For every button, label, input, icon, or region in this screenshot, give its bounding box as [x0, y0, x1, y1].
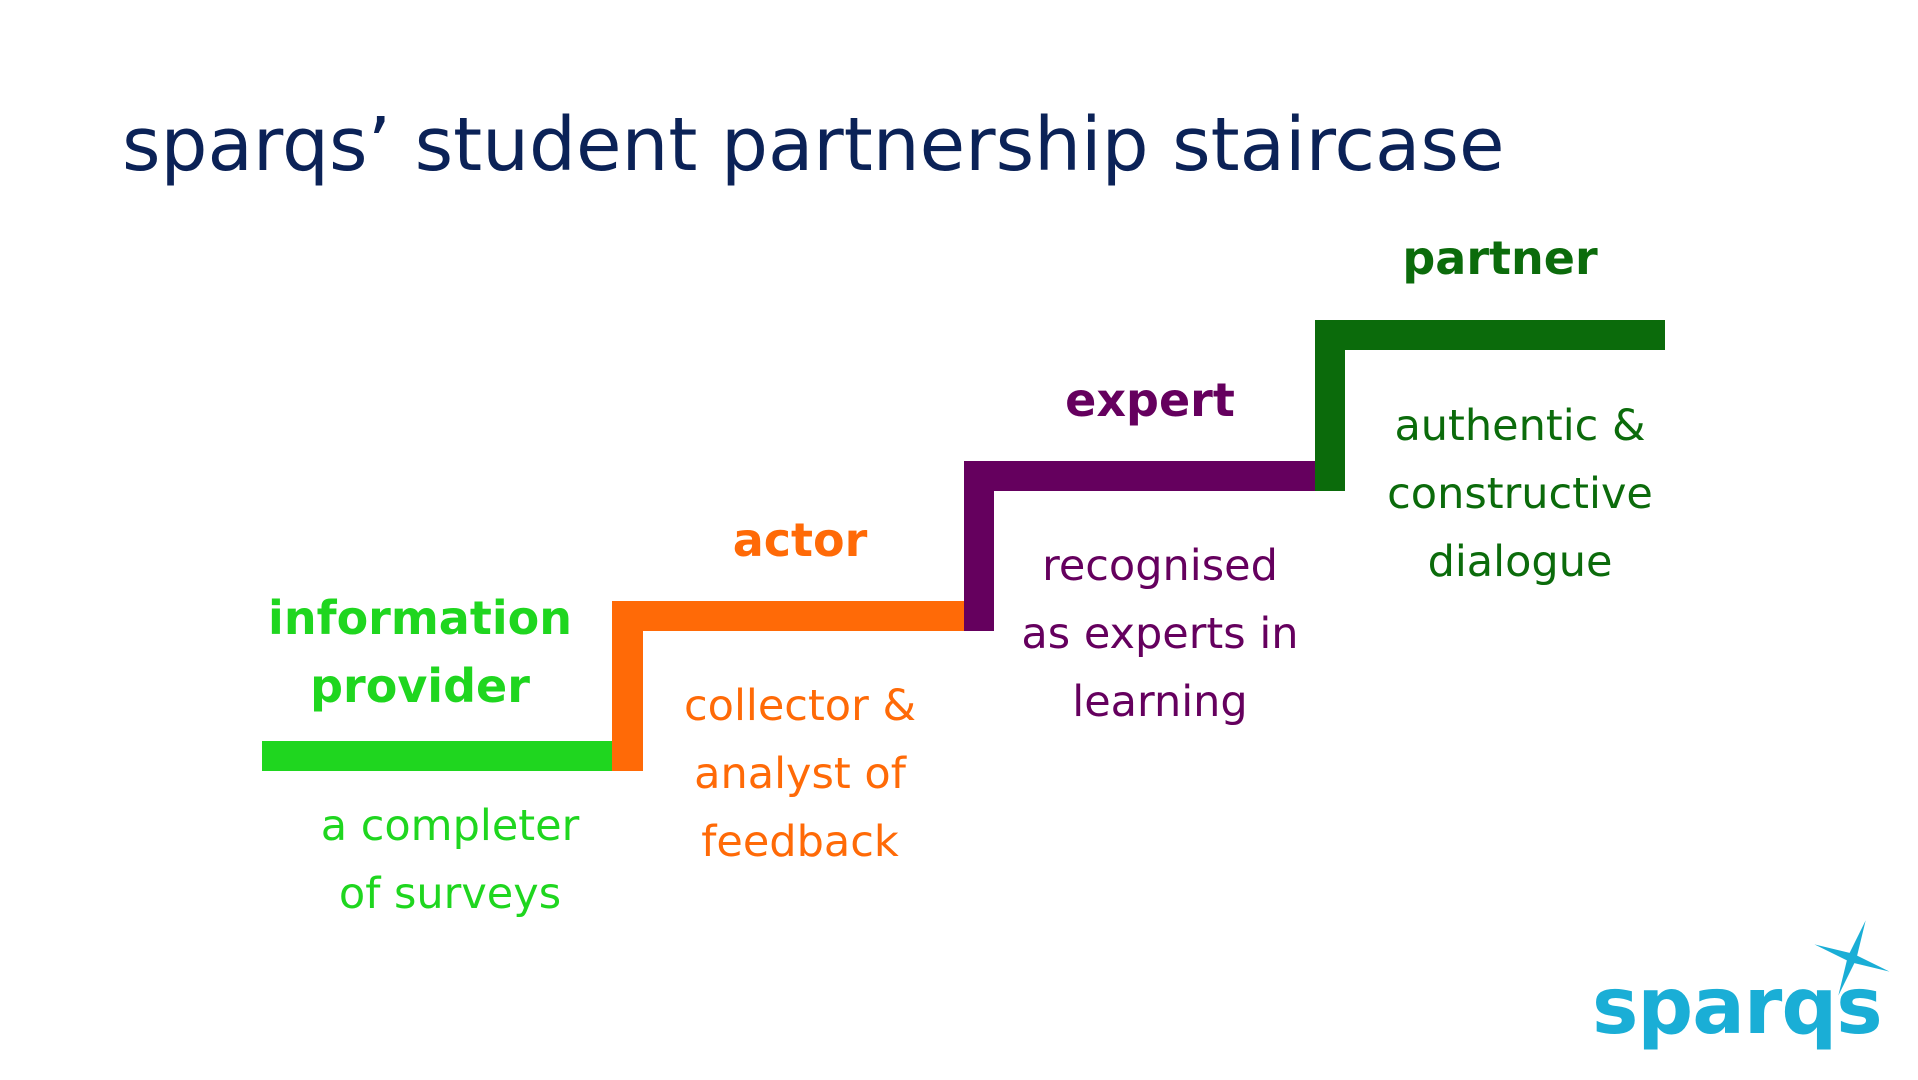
step-partner-description: authentic & constructive dialogue: [1387, 401, 1653, 587]
step-actor-label: actor: [732, 513, 868, 567]
page-title: sparqs’ student partnership staircase: [122, 102, 1505, 188]
step-partner-bar: [1315, 320, 1665, 350]
star-icon: [1814, 920, 1890, 996]
step-expert-description: recognised as experts in learning: [1021, 541, 1299, 727]
step-actor-description: collector & analyst of feedback: [684, 681, 916, 867]
step-expert-bar: [964, 461, 1315, 491]
step-partner-label: partner: [1402, 231, 1598, 285]
step-information-provider-description: a completer of surveys: [320, 801, 580, 919]
step-actor-bar: [612, 601, 964, 631]
step-information-provider-bar: [262, 741, 612, 771]
logo-text: sparqs: [1592, 962, 1883, 1052]
sparqs-logo: sparqs: [1592, 918, 1902, 1068]
step-expert-label: expert: [1065, 373, 1235, 427]
step-information-provider-label: information provider: [268, 591, 572, 713]
